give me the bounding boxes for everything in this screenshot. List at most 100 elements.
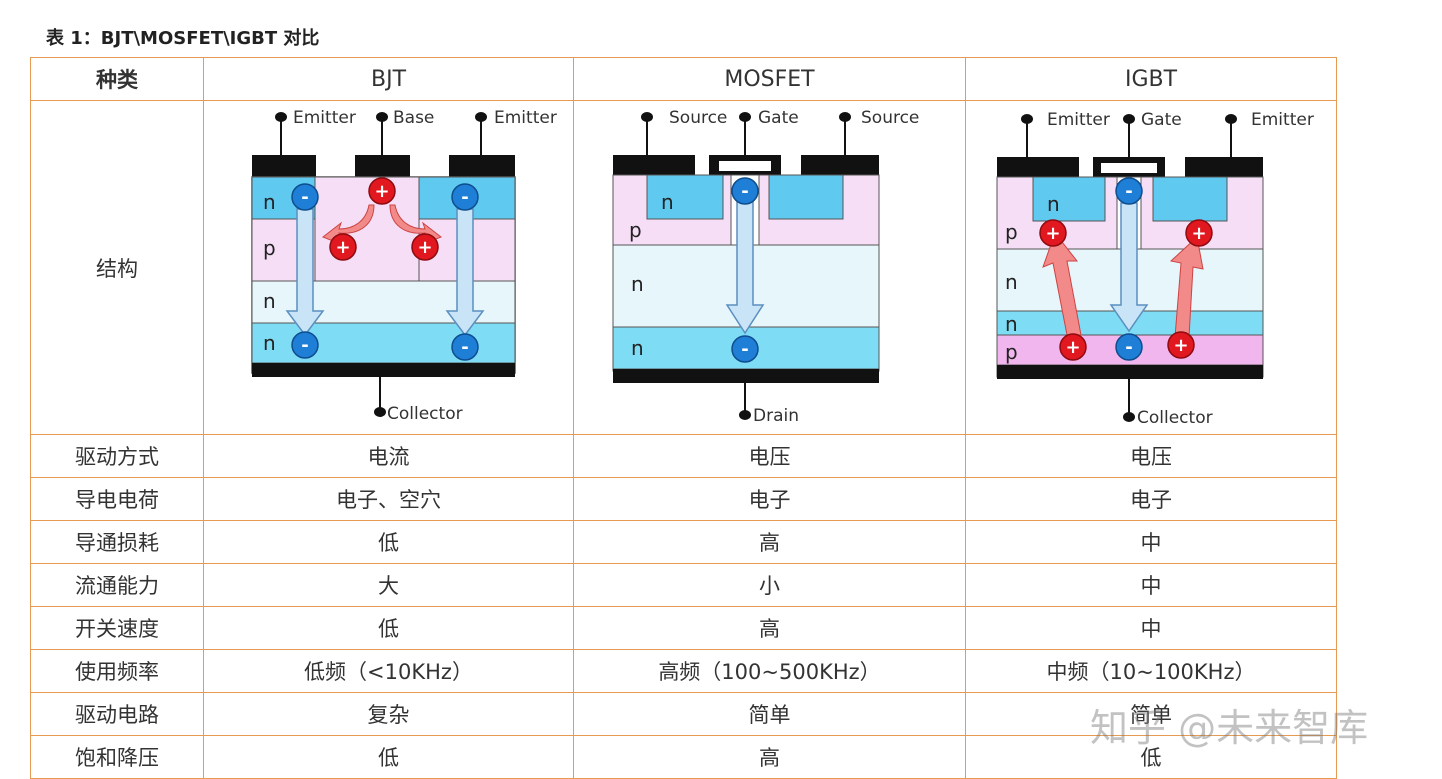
svg-text:Gate: Gate (758, 108, 799, 128)
svg-text:Emitter: Emitter (1047, 110, 1110, 130)
igbt-terminal-collector: Collector (1137, 408, 1213, 428)
mosfet-electron: - (730, 177, 759, 205)
svg-text:p: p (1005, 340, 1018, 364)
cell-mosfet: 小 (573, 563, 966, 607)
svg-text:n: n (263, 331, 276, 355)
cell-mosfet: 高 (573, 520, 966, 564)
svg-text:p: p (629, 218, 642, 242)
svg-text:-: - (1125, 181, 1132, 202)
igbt-n-left (1032, 176, 1106, 222)
svg-text:n: n (1047, 192, 1060, 216)
row-label: 驱动电路 (30, 692, 204, 736)
row-label: 饱和降压 (30, 735, 204, 779)
cell-bjt: 低 (203, 606, 574, 650)
svg-text:+: + (1045, 223, 1060, 244)
table-row: 使用频率 低频（<10KHz） 高频（100~500KHz） 中频（10~100… (30, 649, 1337, 693)
svg-text:Source: Source (669, 108, 727, 128)
svg-text:p: p (1005, 220, 1018, 244)
cell-mosfet: 电子 (573, 477, 966, 521)
cell-bjt: 低频（<10KHz） (203, 649, 574, 693)
svg-text:-: - (461, 337, 468, 358)
table-row: 开关速度 低 高 中 (30, 606, 1337, 650)
svg-text:Emitter: Emitter (293, 108, 356, 128)
bjt-terminal-emitter-right: Emitter (474, 108, 557, 155)
svg-text:n: n (631, 336, 644, 360)
mosfet-n-left (646, 174, 723, 220)
cell-igbt: 中 (965, 606, 1337, 650)
cell-bjt: 低 (203, 520, 574, 564)
cell-igbt: 电压 (965, 434, 1337, 478)
cell-mosfet: 高频（100~500KHz） (573, 649, 966, 693)
bjt-terminal-emitter-left: Emitter (274, 108, 356, 155)
table-row: 导通损耗 低 高 中 (30, 520, 1337, 564)
cell-bjt: 电流 (203, 434, 574, 478)
svg-text:+: + (335, 237, 350, 258)
cell-bjt: 电子、空穴 (203, 477, 574, 521)
mosfet-structure-cell: Source Gate Source (573, 100, 966, 435)
svg-text:Base: Base (393, 108, 434, 128)
svg-text:-: - (301, 335, 308, 356)
cell-igbt: 中 (965, 563, 1337, 607)
structure-row: 结构 Emitter Base (30, 100, 1337, 435)
svg-text:Emitter: Emitter (1251, 110, 1314, 130)
header-mosfet: MOSFET (573, 57, 966, 101)
svg-text:-: - (461, 187, 468, 208)
bjt-structure-diagram: Emitter Base Emitter (250, 108, 557, 424)
svg-text:n: n (263, 289, 276, 313)
row-label: 导通损耗 (30, 520, 204, 564)
row-label: 开关速度 (30, 606, 204, 650)
table-row: 驱动电路 复杂 简单 简单 (30, 692, 1337, 736)
cell-mosfet: 简单 (573, 692, 966, 736)
svg-text:+: + (417, 237, 432, 258)
cell-igbt: 简单 (965, 692, 1337, 736)
bjt-terminal-collector: Collector (387, 404, 463, 424)
table-row: 饱和降压 低 高 低 (30, 735, 1337, 779)
comparison-table: 种类 BJT MOSFET IGBT 结构 Emitter B (30, 57, 1337, 779)
watermark: 知乎 @未来智库 (1090, 706, 1369, 750)
igbt-structure-diagram: Emitter Gate Emitter (996, 110, 1314, 428)
table-caption: 表 1：BJT\MOSFET\IGBT 对比 (46, 28, 320, 49)
igbt-terminal-emitter-left: Emitter (1021, 110, 1110, 157)
cell-mosfet: 电压 (573, 434, 966, 478)
cell-mosfet: 高 (573, 606, 966, 650)
header-type: 种类 (30, 57, 204, 101)
igbt-electron: - (1115, 177, 1143, 205)
mosfet-terminal-source-left: Source (640, 108, 727, 155)
igbt-hole: + (1039, 219, 1067, 247)
cell-bjt: 低 (203, 735, 574, 779)
svg-text:-: - (1125, 337, 1132, 358)
svg-text:-: - (301, 187, 308, 208)
header-igbt: IGBT (965, 57, 1337, 101)
cell-bjt: 复杂 (203, 692, 574, 736)
svg-text:-: - (741, 339, 748, 360)
row-label: 导电电荷 (30, 477, 204, 521)
svg-text:-: - (741, 181, 748, 202)
svg-text:Source: Source (861, 108, 919, 128)
table-row: 驱动方式 电流 电压 电压 (30, 434, 1337, 478)
svg-text:n: n (1005, 312, 1018, 336)
cell-igbt: 低 (965, 735, 1337, 779)
igbt-terminal-emitter-right: Emitter (1225, 110, 1314, 157)
igbt-structure-cell: Emitter Gate Emitter (965, 100, 1337, 435)
structure-label: 结构 (30, 100, 204, 435)
cell-mosfet: 高 (573, 735, 966, 779)
header-bjt: BJT (203, 57, 574, 101)
bjt-terminal-base: Base (375, 108, 434, 155)
bjt-electron: - (290, 183, 319, 211)
svg-text:+: + (1173, 335, 1188, 356)
table-row: 流通能力 大 小 中 (30, 563, 1337, 607)
cell-igbt: 电子 (965, 477, 1337, 521)
table-row: 导电电荷 电子、空穴 电子 电子 (30, 477, 1337, 521)
svg-text:n: n (263, 190, 276, 214)
igbt-terminal-gate: Gate (1123, 110, 1182, 157)
bjt-hole: + (367, 177, 396, 205)
row-label: 驱动方式 (30, 434, 204, 478)
bjt-structure-cell: Emitter Base Emitter (203, 100, 574, 435)
mosfet-structure-diagram: Source Gate Source (612, 108, 919, 426)
svg-text:n: n (1005, 270, 1018, 294)
svg-text:Emitter: Emitter (494, 108, 557, 128)
mosfet-terminal-source-right: Source (838, 108, 919, 155)
svg-text:n: n (661, 190, 674, 214)
cell-bjt: 大 (203, 563, 574, 607)
mosfet-terminal-gate: Gate (738, 108, 799, 155)
